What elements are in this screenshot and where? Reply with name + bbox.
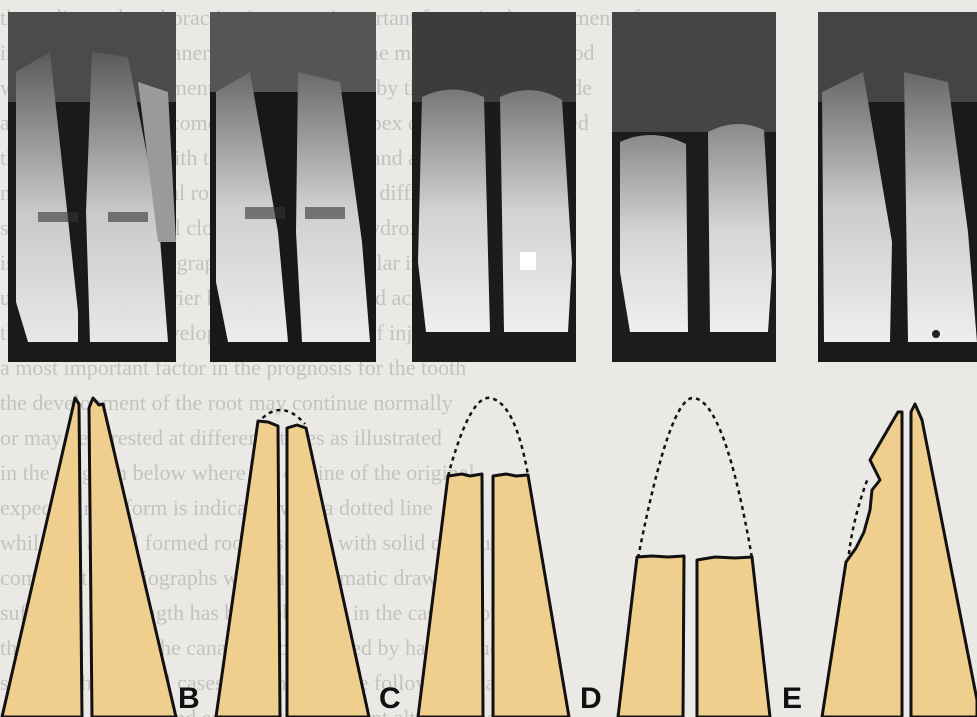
radiograph-5 [818,12,977,362]
panel-label-d: D [580,684,602,714]
panel-b-roots [2,398,176,717]
radiograph-4 [612,12,776,362]
panel-fractured-roots [822,404,977,717]
panel-d-roots [418,398,569,717]
panel-e-roots [618,398,770,717]
panel-label-e: E [782,684,802,714]
radiograph-2 [210,12,376,362]
panel-label-c: C [379,684,401,714]
root-development-diagram [0,370,977,717]
radiograph-1 [8,12,176,362]
radiograph-3 [412,12,576,362]
panel-c-roots [216,410,369,717]
panel-label-b: B [178,684,200,714]
